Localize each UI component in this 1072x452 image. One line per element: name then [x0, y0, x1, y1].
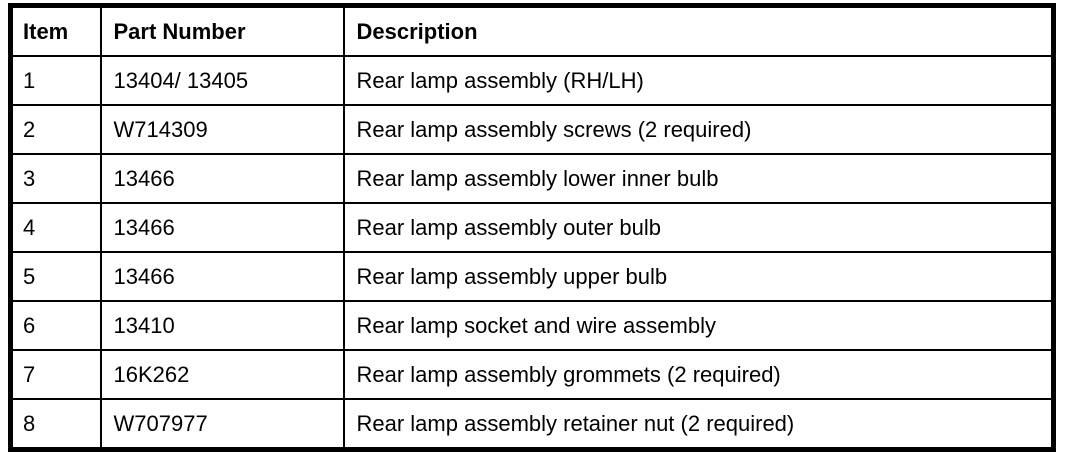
item-cell: 6 — [9, 300, 102, 351]
table-row: 6 13410 Rear lamp socket and wire assemb… — [9, 300, 1055, 351]
item-cell: 1 — [9, 55, 102, 106]
part-number-cell: W707977 — [99, 398, 345, 451]
column-header-part-number: Part Number — [99, 4, 345, 57]
part-number-cell: 13410 — [99, 300, 345, 351]
description-cell: Rear lamp socket and wire assembly — [342, 300, 1055, 351]
item-cell: 2 — [9, 104, 102, 155]
item-cell: 4 — [9, 202, 102, 253]
table-row: 4 13466 Rear lamp assembly outer bulb — [9, 202, 1055, 253]
part-number-cell: 13466 — [99, 153, 345, 204]
part-number-cell: 16K262 — [99, 349, 345, 400]
parts-table-header: Item Part Number Description — [9, 4, 1055, 57]
table-row: 5 13466 Rear lamp assembly upper bulb — [9, 251, 1055, 302]
description-cell: Rear lamp assembly grommets (2 required) — [342, 349, 1055, 400]
table-row: 8 W707977 Rear lamp assembly retainer nu… — [9, 398, 1055, 451]
header-row: Item Part Number Description — [9, 4, 1055, 57]
description-cell: Rear lamp assembly (RH/LH) — [342, 55, 1055, 106]
item-cell: 8 — [9, 398, 102, 451]
item-cell: 7 — [9, 349, 102, 400]
table-row: 2 W714309 Rear lamp assembly screws (2 r… — [9, 104, 1055, 155]
column-header-description: Description — [342, 4, 1055, 57]
part-number-cell: 13466 — [99, 251, 345, 302]
description-cell: Rear lamp assembly retainer nut (2 requi… — [342, 398, 1055, 451]
part-number-cell: 13404/ 13405 — [99, 55, 345, 106]
description-cell: Rear lamp assembly upper bulb — [342, 251, 1055, 302]
column-header-item: Item — [9, 4, 102, 57]
item-cell: 3 — [9, 153, 102, 204]
part-number-cell: 13466 — [99, 202, 345, 253]
table-row: 3 13466 Rear lamp assembly lower inner b… — [9, 153, 1055, 204]
description-cell: Rear lamp assembly lower inner bulb — [342, 153, 1055, 204]
parts-table: Item Part Number Description 1 13404/ 13… — [8, 3, 1056, 452]
description-cell: Rear lamp assembly screws (2 required) — [342, 104, 1055, 155]
part-number-cell: W714309 — [99, 104, 345, 155]
parts-table-body: 1 13404/ 13405 Rear lamp assembly (RH/LH… — [9, 55, 1055, 451]
table-row: 7 16K262 Rear lamp assembly grommets (2 … — [9, 349, 1055, 400]
table-row: 1 13404/ 13405 Rear lamp assembly (RH/LH… — [9, 55, 1055, 106]
description-cell: Rear lamp assembly outer bulb — [342, 202, 1055, 253]
item-cell: 5 — [9, 251, 102, 302]
